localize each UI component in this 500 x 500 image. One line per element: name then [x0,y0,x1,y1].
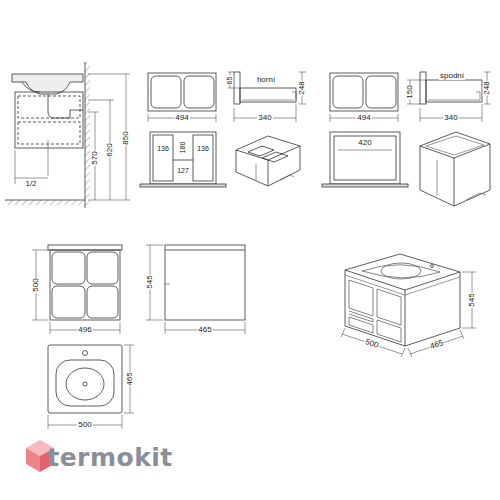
dimension-label: 465 [428,339,445,351]
dimension-label: 620 [106,142,114,157]
dimension-label: 340 [257,114,272,122]
dimension-label: 248 [483,80,491,95]
dimension-label: 545 [146,274,154,289]
dimension-label: 465 [197,326,212,334]
dimension-label: 1/2 [24,180,37,188]
dimension-label: 136 [196,145,210,152]
dimension-label: 570 [91,150,99,165]
dimension-label: 136 [156,145,170,152]
dimension-label: 494 [356,114,371,122]
dimension-label: 65 [226,75,233,85]
dimension-label: 496 [77,326,92,334]
dimension-label: 500 [363,338,380,350]
dimension-label: 420 [357,139,372,147]
dimension-label: 127 [176,167,190,174]
dimension-label: 180 [180,140,187,154]
dimension-label: 500 [32,277,40,292]
watermark: termokit [46,445,174,470]
dimension-label: 248 [298,80,306,95]
dimension-label: 500 [77,421,92,429]
dimension-label: 150 [406,84,414,99]
dimension-label: 494 [174,114,189,122]
dimension-label: horní [256,76,276,84]
dimension-label: spodní [439,72,465,80]
dimension-label: 465 [126,371,134,386]
dimension-label: 850 [122,130,130,145]
dimension-label: 340 [443,114,458,122]
dimension-label: 545 [468,292,476,307]
